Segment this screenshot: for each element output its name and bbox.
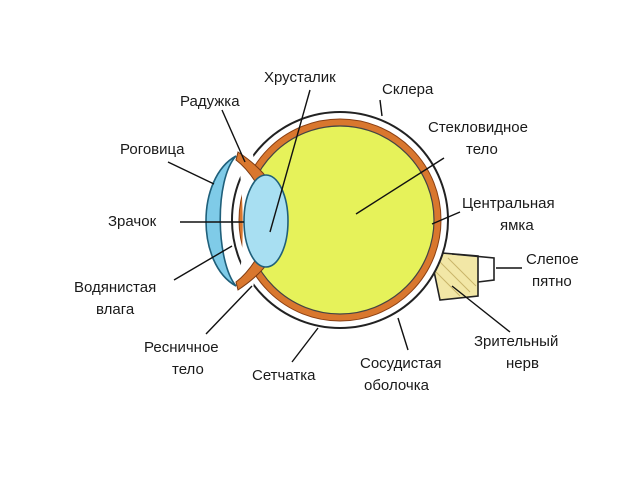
leader-cornea [167, 161, 215, 185]
label-cornea: Роговица [120, 141, 185, 158]
leader-vitreous [355, 157, 445, 215]
cornea [205, 155, 237, 287]
labels: Хрусталик Склера Радужка Стекловидное те… [74, 69, 579, 394]
label-pupil: Зрачок [108, 213, 157, 230]
label-blind-spot-line2: пятно [532, 273, 572, 290]
leader-aqueous [173, 245, 233, 281]
leader-retina [291, 327, 319, 363]
lens [243, 174, 289, 268]
label-retina: Сетчатка [252, 367, 316, 384]
leader-ciliary [205, 285, 253, 335]
label-iris: Радужка [180, 93, 240, 110]
leader-fovea [431, 211, 461, 225]
optic-nerve [428, 251, 495, 301]
label-ciliary-line1: Ресничное [144, 339, 219, 356]
label-vitreous-line1: Стекловидное [428, 119, 528, 136]
label-choroid-line2: оболочка [364, 377, 430, 394]
label-optic-nerve-line2: нерв [506, 355, 539, 372]
leader-optic-nerve [451, 285, 511, 333]
leader-lens [269, 89, 311, 233]
label-blind-spot-line1: Слепое [526, 251, 579, 268]
label-fovea-line2: ямка [500, 217, 534, 234]
label-lens: Хрусталик [264, 69, 336, 86]
leader-sclera [379, 99, 383, 117]
label-fovea-line1: Центральная [462, 195, 555, 212]
leader-lines [167, 89, 522, 363]
label-vitreous-line2: тело [466, 141, 498, 158]
label-optic-nerve-line1: Зрительный [474, 333, 558, 350]
nerve-sheath [451, 253, 495, 283]
label-ciliary-line2: тело [172, 361, 204, 378]
label-choroid-line1: Сосудистая [360, 355, 441, 372]
leader-iris [221, 109, 246, 163]
label-aqueous-line1: Водянистая [74, 279, 156, 296]
label-aqueous-line2: влага [96, 301, 135, 318]
label-sclera: Склера [382, 81, 434, 98]
leader-choroid [397, 317, 409, 351]
